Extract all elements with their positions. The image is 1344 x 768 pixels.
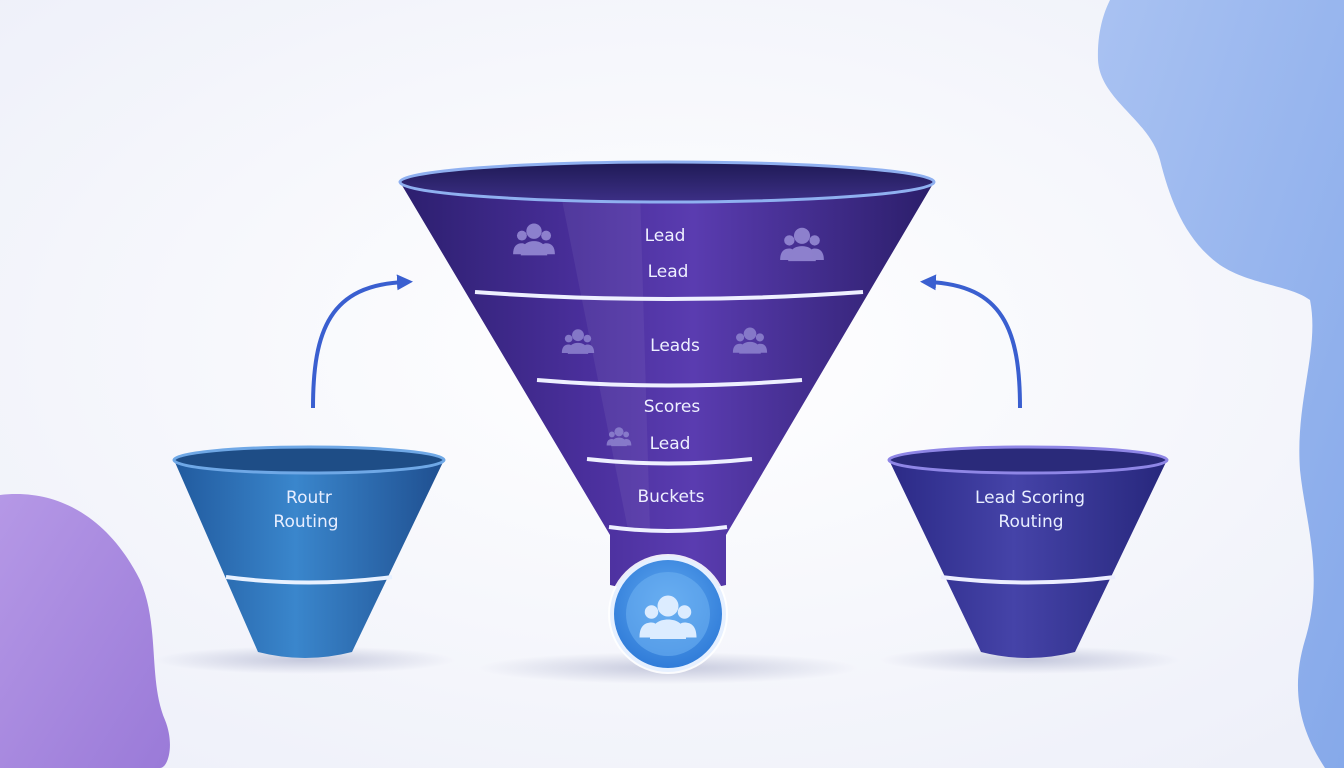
main-funnel-rim: [398, 160, 936, 204]
left-funnel-band: [225, 575, 393, 585]
left-funnel-body: [174, 460, 444, 658]
main-funnel-band-3: [586, 457, 753, 466]
arrow-up-left-icon: [920, 274, 1022, 409]
main-funnel-label-leads: Leads: [650, 336, 700, 356]
main-funnel-band-1: [474, 290, 864, 301]
decor-blob-left: [0, 494, 170, 768]
right-funnel-label-2: Routing: [998, 512, 1063, 532]
main-funnel-label-lead-3: Lead: [650, 434, 691, 454]
main-funnel-band-4: [608, 525, 728, 533]
right-funnel-body: [889, 460, 1167, 658]
left-funnel-label-2: Routing: [273, 512, 338, 532]
decor-blob-right: [1097, 0, 1344, 768]
main-funnel: Lead Lead Leads Scores Lead Buckets: [398, 160, 936, 593]
main-funnel-label-scores: Scores: [644, 397, 701, 417]
main-funnel-label-lead-2: Lead: [648, 262, 689, 282]
shadow-right: [880, 646, 1180, 674]
right-funnel-band: [940, 575, 1116, 585]
shadow-left: [155, 646, 455, 674]
main-funnel-label-lead-1: Lead: [645, 226, 686, 246]
arrow-up-right-icon: [311, 274, 413, 409]
output-badge: [608, 554, 728, 674]
right-funnel-rim: [887, 445, 1169, 475]
left-funnel-rim: [172, 445, 446, 475]
left-funnel-label-1: Routr: [286, 488, 332, 508]
right-funnel: Lead Scoring Routing: [887, 445, 1169, 658]
left-funnel: Routr Routing: [172, 445, 446, 658]
right-funnel-label-1: Lead Scoring: [975, 488, 1085, 508]
main-funnel-band-2: [536, 378, 803, 388]
main-funnel-label-buckets: Buckets: [637, 487, 704, 507]
